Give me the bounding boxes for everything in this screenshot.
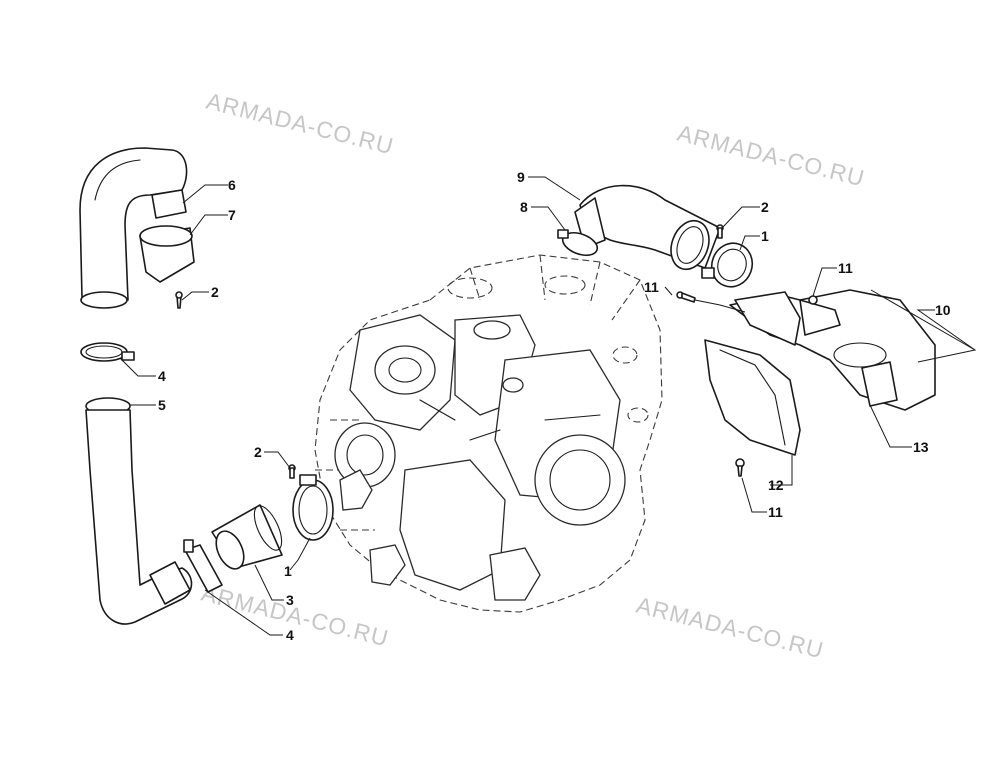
- callout-13: 13: [913, 439, 929, 455]
- callout-10: 10: [935, 302, 951, 318]
- callout-4-upper: 4: [158, 368, 166, 384]
- callout-6: 6: [228, 177, 236, 193]
- callout-11-left: 11: [644, 279, 659, 295]
- upper-intake-hose: [79, 147, 188, 309]
- air-box-7: [139, 225, 195, 283]
- clamp-1-upper: [701, 242, 754, 288]
- duct-12: [704, 339, 801, 456]
- clamp-4-lower: [183, 539, 223, 593]
- callout-4-lower: 4: [286, 627, 294, 643]
- clamp-4-upper: [80, 342, 135, 362]
- callout-8: 8: [520, 199, 528, 215]
- callout-2-mid: 2: [254, 444, 262, 460]
- leader-lines: [119, 176, 977, 636]
- watermark-top-left: ARMADA-CO.RU: [204, 88, 397, 160]
- clamp-1-lower: [292, 474, 334, 541]
- callout-2-right: 2: [761, 199, 769, 215]
- lower-intake-hose-5: [85, 397, 193, 625]
- callout-2-upper-left: 2: [211, 284, 219, 300]
- screw-2-mid: [288, 464, 296, 479]
- callout-1-upper: 1: [761, 228, 769, 244]
- duct-adapter-6: [151, 189, 187, 219]
- air-duct-10: [729, 289, 936, 411]
- callout-11-bottom: 11: [768, 504, 783, 520]
- screw-11-bottom: [735, 458, 745, 477]
- screw-2-upper: [175, 291, 183, 309]
- callout-9: 9: [517, 169, 525, 185]
- watermark-bottom-right: ARMADA-CO.RU: [634, 592, 827, 664]
- engine-outline: [314, 254, 663, 613]
- callout-3: 3: [286, 592, 294, 608]
- callout-5: 5: [158, 397, 166, 413]
- watermark-bottom-left: ARMADA-CO.RU: [199, 580, 392, 652]
- callout-1-lower: 1: [284, 563, 292, 579]
- callout-7: 7: [228, 207, 236, 223]
- watermark-top-right: ARMADA-CO.RU: [675, 120, 868, 192]
- callouts: 6 7 2 4 5 2 1 3 4 9 8 2 1 11 11 10 13 12…: [158, 169, 951, 643]
- clamp-8: [557, 229, 599, 257]
- coupler-3: [211, 504, 283, 570]
- callout-12: 12: [768, 477, 784, 493]
- screw-11-top: [808, 295, 818, 305]
- callout-11-top: 11: [838, 260, 853, 276]
- screw-11-left: [676, 291, 696, 303]
- screw-2-right: [716, 224, 724, 239]
